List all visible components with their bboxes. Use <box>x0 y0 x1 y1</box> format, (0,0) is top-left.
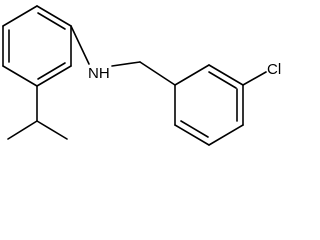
bond <box>2 65 38 87</box>
bond <box>70 25 90 65</box>
aniline-ring <box>2 5 72 87</box>
double-bond <box>180 120 209 138</box>
bond <box>36 5 72 27</box>
chlorophenyl-ring <box>174 64 244 146</box>
molecule-structure: NH Cl <box>2 5 281 146</box>
bond <box>7 120 38 140</box>
bond <box>139 61 176 86</box>
double-bond <box>37 12 66 30</box>
bond <box>111 61 141 67</box>
bond <box>36 120 68 140</box>
bond <box>2 5 38 27</box>
bond <box>208 64 244 86</box>
chlorine-label: Cl <box>267 61 281 78</box>
bond <box>36 65 72 87</box>
bond <box>174 64 210 86</box>
bond <box>242 71 267 86</box>
bond <box>174 124 210 146</box>
amine-label: NH <box>88 65 110 82</box>
double-bond <box>208 71 237 89</box>
isopropyl-group <box>7 85 68 140</box>
double-bond <box>37 62 66 80</box>
bond <box>208 124 244 146</box>
